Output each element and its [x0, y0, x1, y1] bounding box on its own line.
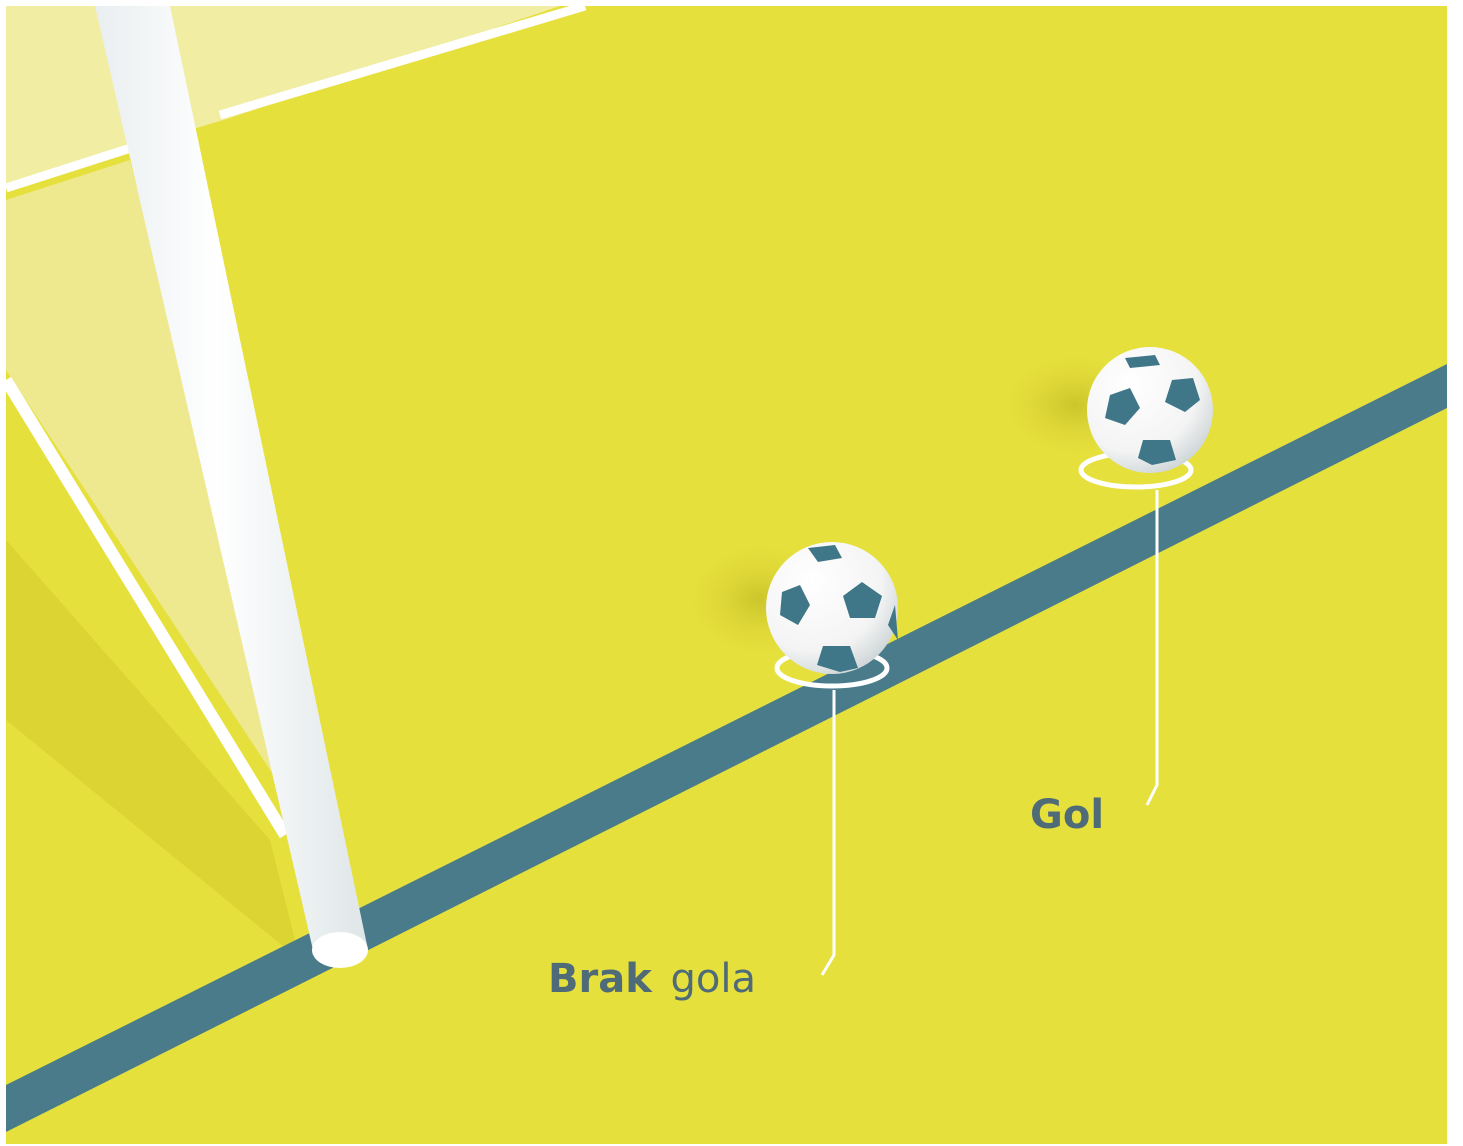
label-no-goal: Brak gola — [548, 956, 756, 1002]
label-no-goal-bold: Brak — [548, 956, 653, 1002]
goal-post-base — [312, 932, 368, 968]
label-no-goal-rest: gola — [671, 956, 757, 1002]
label-goal: Gol — [1030, 792, 1104, 838]
